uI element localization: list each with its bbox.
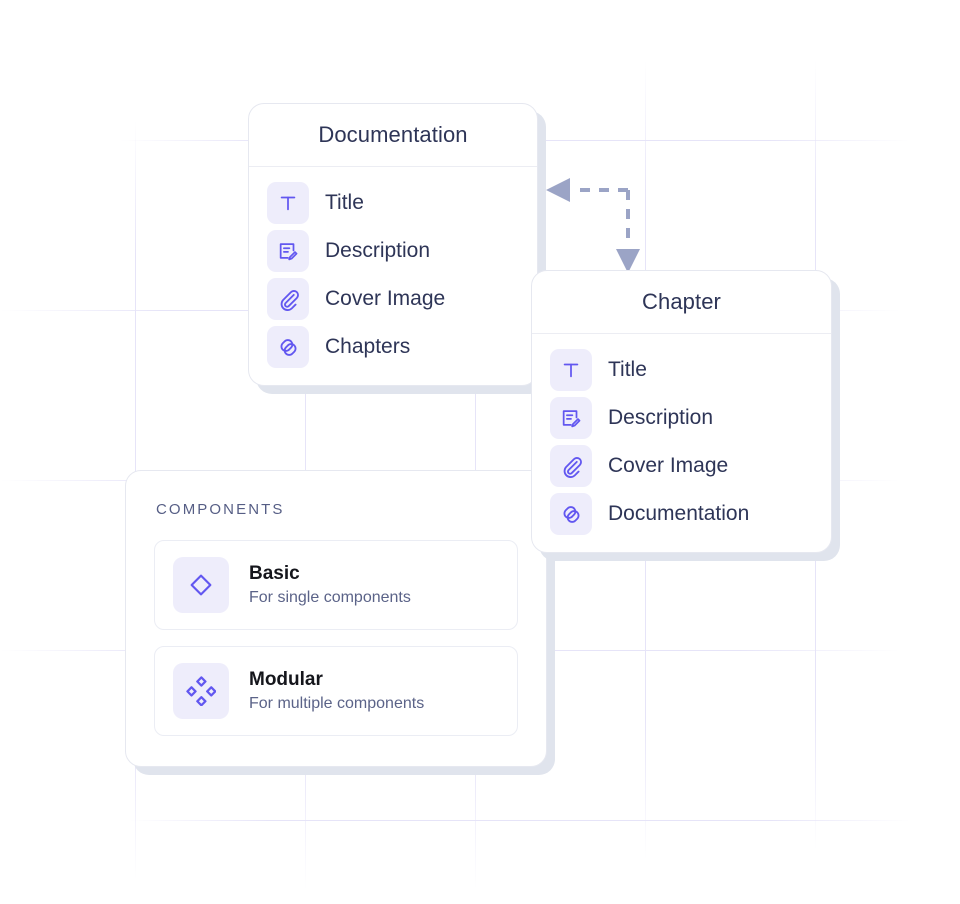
- paperclip-icon: [267, 278, 309, 320]
- field-row-cover-image[interactable]: Cover Image: [249, 275, 537, 323]
- card-field-list: Title Description Cove: [249, 167, 537, 385]
- card-title: Documentation: [318, 122, 468, 147]
- component-option-description: For single components: [249, 589, 411, 606]
- field-label: Title: [325, 191, 364, 214]
- field-label: Documentation: [608, 502, 750, 525]
- component-option-basic[interactable]: Basic For single components: [154, 540, 518, 630]
- field-row-description[interactable]: Description: [249, 227, 537, 275]
- component-option-modular[interactable]: Modular For multiple components: [154, 646, 518, 736]
- text-type-icon: [267, 182, 309, 224]
- components-panel[interactable]: COMPONENTS Basic For single components: [125, 470, 547, 767]
- diamond-outline-icon: [173, 557, 229, 613]
- field-label: Description: [608, 406, 714, 429]
- entity-card-documentation[interactable]: Documentation Title: [248, 103, 538, 386]
- relation-connector: [546, 178, 640, 273]
- component-option-name: Modular: [249, 669, 323, 690]
- field-row-title[interactable]: Title: [249, 179, 537, 227]
- field-row-cover-image[interactable]: Cover Image: [532, 442, 831, 490]
- text-type-icon: [550, 349, 592, 391]
- arrowhead-left: [546, 178, 570, 202]
- document-edit-icon: [550, 397, 592, 439]
- field-row-title[interactable]: Title: [532, 346, 831, 394]
- field-label: Description: [325, 239, 431, 262]
- field-label: Title: [608, 358, 647, 381]
- field-label: Cover Image: [608, 454, 729, 477]
- four-diamonds-icon: [173, 663, 229, 719]
- component-option-name: Basic: [249, 563, 300, 584]
- card-field-list: Title Description Cove: [532, 334, 831, 552]
- grid-line-horizontal: [130, 820, 910, 821]
- field-row-description[interactable]: Description: [532, 394, 831, 442]
- link-chain-icon: [550, 493, 592, 535]
- component-option-description: For multiple components: [249, 695, 425, 712]
- paperclip-icon: [550, 445, 592, 487]
- document-edit-icon: [267, 230, 309, 272]
- link-chain-icon: [267, 326, 309, 368]
- components-panel-heading: COMPONENTS: [156, 501, 285, 518]
- field-row-chapters[interactable]: Chapters: [249, 323, 537, 371]
- field-row-documentation[interactable]: Documentation: [532, 490, 831, 538]
- card-header: Chapter: [532, 271, 831, 334]
- entity-card-chapter[interactable]: Chapter Title Descr: [531, 270, 832, 553]
- card-title: Chapter: [642, 289, 721, 314]
- card-header: Documentation: [249, 104, 537, 167]
- field-label: Cover Image: [325, 287, 446, 310]
- field-label: Chapters: [325, 335, 411, 358]
